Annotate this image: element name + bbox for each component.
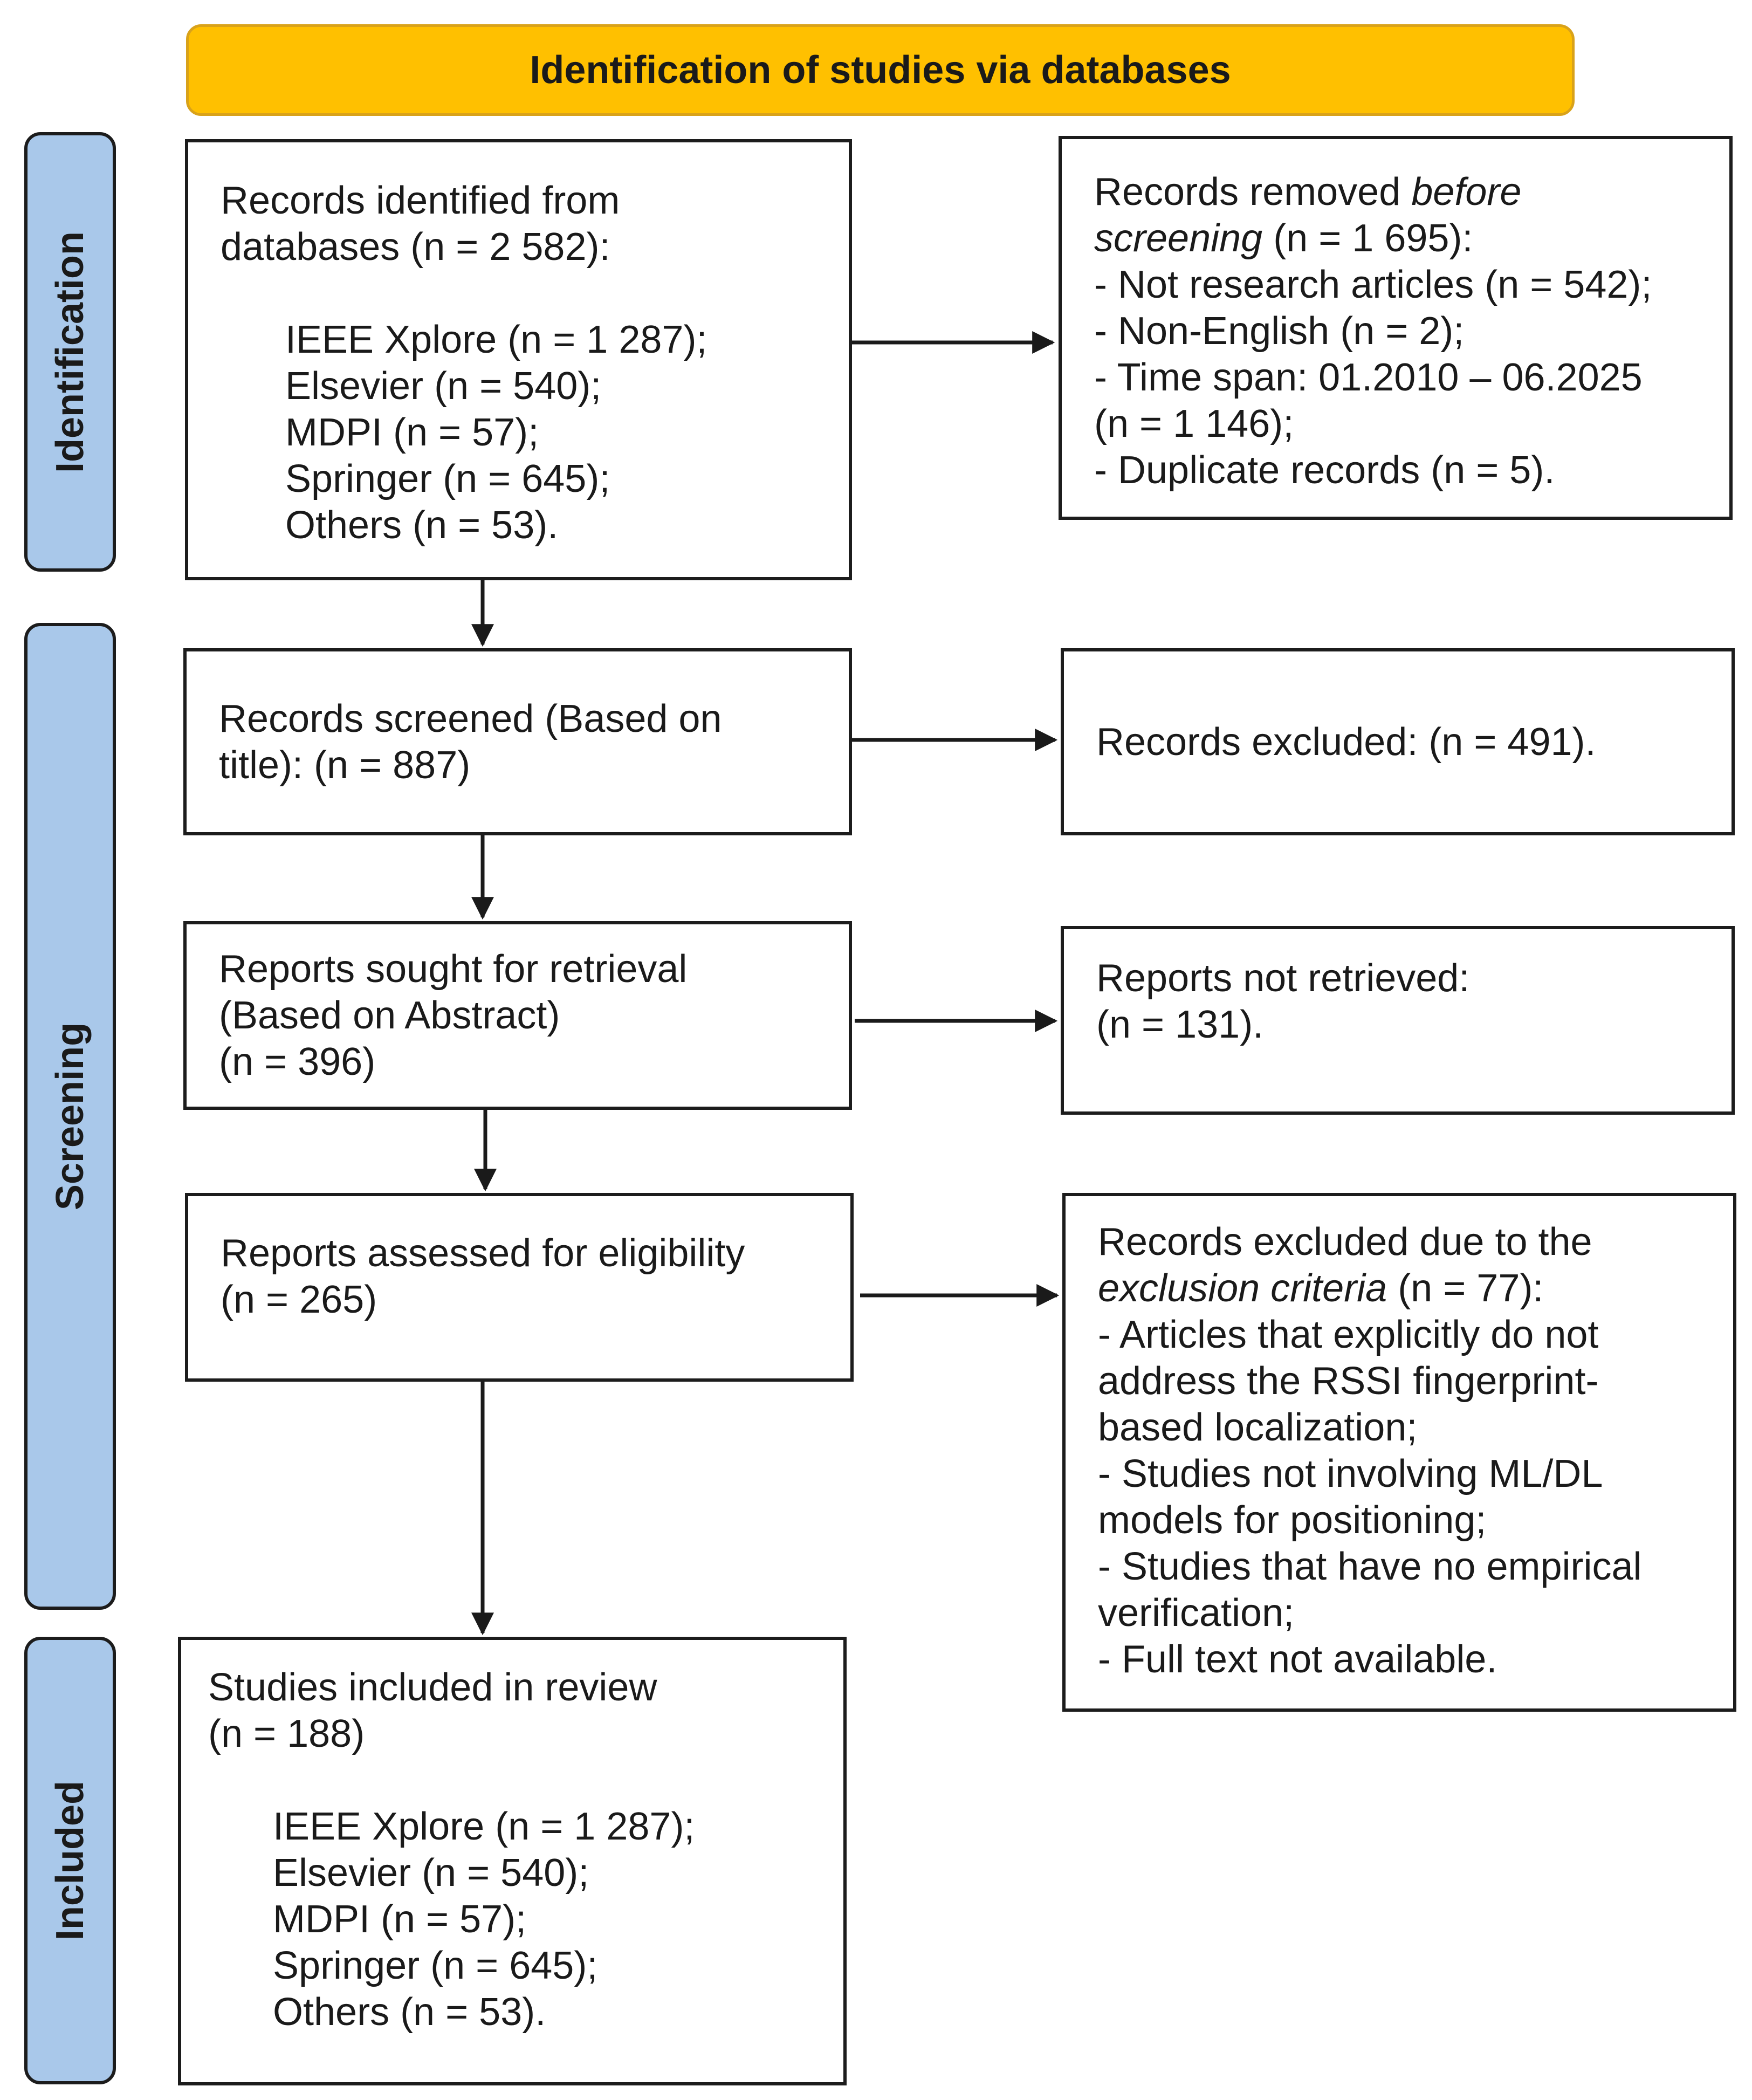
identified-source: MDPI (n = 57); xyxy=(285,411,539,454)
box-exclusion-criteria: Records excluded due to the exclusion cr… xyxy=(1062,1193,1736,1712)
assessed-line1: Reports assessed for eligibility xyxy=(221,1232,745,1275)
removed-item: - Time span: 01.2010 – 06.2025 xyxy=(1094,356,1643,399)
sought-line2: (Based on Abstract) xyxy=(219,994,560,1037)
header-title: Identification of studies via databases xyxy=(530,49,1231,92)
removed-line1-emphasis: before xyxy=(1411,170,1522,214)
excluded-text: Records excluded: (n = 491). xyxy=(1096,720,1596,764)
assessed-line2: (n = 265) xyxy=(221,1278,377,1321)
removed-item: - Duplicate records (n = 5). xyxy=(1094,449,1555,492)
criteria-line2-text: (n = 77): xyxy=(1387,1267,1544,1310)
box-reports-not-retrieved: Reports not retrieved: (n = 131). xyxy=(1061,926,1735,1115)
removed-item: - Non-English (n = 2); xyxy=(1094,310,1465,353)
identified-source: Others (n = 53). xyxy=(285,504,559,547)
removed-line1-text: Records removed xyxy=(1094,170,1412,214)
identified-source: IEEE Xplore (n = 1 287); xyxy=(285,318,707,361)
screened-line2: title): (n = 887) xyxy=(219,743,471,787)
removed-line2-emphasis: screening xyxy=(1094,217,1263,260)
criteria-item: - Studies that have no empirical xyxy=(1098,1545,1642,1588)
identified-source: Springer (n = 645); xyxy=(285,457,610,500)
included-source: Springer (n = 645); xyxy=(273,1944,598,1987)
included-source: MDPI (n = 57); xyxy=(273,1898,527,1941)
box-records-screened: Records screened (Based on title): (n = … xyxy=(183,648,852,835)
criteria-line1: Records excluded due to the xyxy=(1098,1220,1592,1264)
box-records-excluded: Records excluded: (n = 491). xyxy=(1061,648,1735,835)
screened-line1: Records screened (Based on xyxy=(219,697,722,740)
removed-line2-text: (n = 1 695): xyxy=(1262,217,1473,260)
box-records-identified: Records identified from databases (n = 2… xyxy=(185,139,852,580)
stage-screening: Screening xyxy=(24,623,116,1610)
criteria-item: verification; xyxy=(1098,1591,1295,1635)
included-source: IEEE Xplore (n = 1 287); xyxy=(273,1805,695,1848)
sought-line3: (n = 396) xyxy=(219,1040,376,1083)
removed-item: (n = 1 146); xyxy=(1094,402,1294,445)
criteria-item: based localization; xyxy=(1098,1406,1418,1449)
box-reports-assessed: Reports assessed for eligibility (n = 26… xyxy=(185,1193,854,1382)
criteria-item: - Studies not involving ML/DL xyxy=(1098,1452,1603,1495)
removed-line2: screening (n = 1 695): xyxy=(1094,215,1697,262)
included-source: Elsevier (n = 540); xyxy=(273,1851,589,1895)
identified-source: Elsevier (n = 540); xyxy=(285,365,602,408)
criteria-line2: exclusion criteria (n = 77): xyxy=(1098,1265,1701,1312)
removed-item: - Not research articles (n = 542); xyxy=(1094,263,1652,306)
header-banner: Identification of studies via databases xyxy=(186,24,1575,116)
box-reports-sought: Reports sought for retrieval (Based on A… xyxy=(183,921,852,1110)
criteria-item: - Full text not available. xyxy=(1098,1638,1497,1681)
criteria-line2-emphasis: exclusion criteria xyxy=(1098,1267,1387,1310)
included-line1: Studies included in review xyxy=(208,1666,657,1709)
box-studies-included: Studies included in review (n = 188) IEE… xyxy=(178,1637,847,2085)
identified-line1: Records identified from xyxy=(221,179,620,222)
included-line2: (n = 188) xyxy=(208,1712,365,1755)
not-retrieved-line2: (n = 131). xyxy=(1096,1003,1264,1046)
criteria-item: address the RSSI fingerprint- xyxy=(1098,1360,1599,1403)
removed-line1: Records removed before xyxy=(1094,169,1697,215)
not-retrieved-line1: Reports not retrieved: xyxy=(1096,957,1470,1000)
sought-line1: Reports sought for retrieval xyxy=(219,948,688,991)
stage-included: Included xyxy=(24,1637,116,2084)
criteria-item: - Articles that explicitly do not xyxy=(1098,1313,1599,1356)
identified-line2: databases (n = 2 582): xyxy=(221,225,610,269)
included-source: Others (n = 53). xyxy=(273,1991,546,2034)
stage-identification: Identification xyxy=(24,132,116,572)
criteria-item: models for positioning; xyxy=(1098,1499,1487,1542)
box-records-removed: Records removed before screening (n = 1 … xyxy=(1059,136,1733,520)
